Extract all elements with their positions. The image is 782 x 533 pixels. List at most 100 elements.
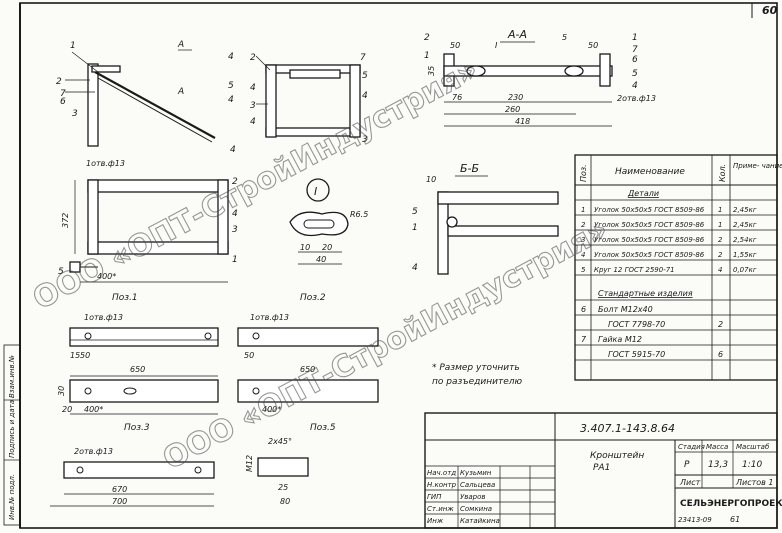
front-label-4b: 4 [230, 145, 236, 155]
aa-dim-76: 76 [452, 93, 462, 102]
side-label-7: 7 [360, 53, 366, 63]
node-dim-10: 10 [300, 243, 310, 252]
bb-label-4: 4 [412, 263, 418, 273]
role-st-inzh: Ст.инж [427, 505, 454, 513]
detail-pos3: 20 400* 30 Поз.3 [57, 379, 219, 433]
spec-row-name: ГОСТ 7798-70 [608, 320, 665, 329]
spec-header-note: Приме- чание [733, 162, 782, 170]
section-bb-title: Б-Б [460, 162, 479, 175]
p4-m12: М12 [245, 455, 254, 472]
page-number: 60 [762, 4, 778, 17]
mass-value: 13,3 [708, 460, 728, 470]
side-label-4c: 4 [362, 91, 368, 101]
p4-dim-80: 80 [280, 497, 290, 506]
front-label-7: 7 [60, 89, 66, 99]
section-aa-title: А-А [507, 28, 527, 41]
front-label-5: 5 [228, 81, 234, 91]
spec-row-qty: 4 [718, 266, 722, 274]
aa-label-7: 7 [632, 45, 638, 55]
p5-dim-650: 650 [300, 365, 315, 374]
bracket-plan: 1отв.ф13 372 400* 2 4 3 1 5 Поз.1 [58, 159, 238, 303]
spec-row-pos: 5 [581, 266, 586, 274]
aa-label-4: 4 [632, 81, 638, 91]
front-label-2: 2 [56, 77, 62, 87]
plan-label-5: 5 [58, 267, 64, 277]
spec-row: 4 Уголок 50х50х5 ГОСТ 8509-86 2 1,55кг [581, 251, 757, 259]
spec-row-qty: 2 [718, 320, 723, 329]
detail-pos4: 2отв.ф13 670 700 2х45° М12 25 80 [50, 437, 309, 507]
sheet-label: Лист [679, 478, 701, 487]
side-label-2: 2 [250, 53, 256, 63]
plan-label-3: 3 [232, 225, 238, 235]
front-label-3: 3 [72, 109, 78, 119]
footer-page: 61 [730, 515, 740, 524]
p4-dim-25: 25 [278, 483, 288, 492]
node-dim-20: 20 [322, 243, 332, 252]
plan-dim-372: 372 [61, 213, 70, 228]
plan-callout: 1отв.ф13 [86, 159, 125, 168]
spec-row-name: Круг 12 ГОСТ 2590-71 [594, 266, 675, 274]
pos2-caption: Поз.2 [300, 293, 326, 303]
p5-callout: 1отв.ф13 [250, 313, 289, 322]
aa-label-5: 5 [632, 69, 638, 79]
strip-label-replace: Взам.инв.№ [8, 355, 16, 398]
side-label-5: 5 [362, 71, 368, 81]
side-label-4d: 3 [362, 135, 368, 145]
p1-dim-50: 50 [80, 351, 90, 360]
footer-code: 23413-09 [678, 516, 712, 524]
name-saltseva: Сальцева [460, 481, 495, 489]
node-i: I R6.5 10 20 40 Поз.2 [289, 178, 368, 303]
note-line-1: * Размер уточнить [432, 363, 520, 373]
aa-dim-50: 50 [450, 41, 460, 50]
spec-row-qty: 2 [718, 236, 723, 244]
stage-header: Стадия [678, 443, 705, 451]
pos3-caption: Поз.3 [124, 423, 150, 433]
strip-label-inv: Инв.№ подл. [8, 474, 16, 520]
left-stamp-strip: Инв.№ подл. Подпись и дата Взам.инв.№ [3, 344, 21, 526]
role-n-kontr: Н.контр [427, 481, 457, 489]
p1-callout: 1отв.ф13 [84, 313, 123, 322]
aa-dim-35: 35 [427, 66, 436, 76]
node-dim-r: R6.5 [350, 210, 368, 219]
spec-row: 6 Болт М12х40 [581, 305, 653, 314]
detail-pos1: 1отв.ф13 15 50 650 [69, 313, 219, 377]
spec-row: ГОСТ 5915-70 6 [608, 350, 723, 359]
title-name: Кронштейн [590, 451, 644, 461]
spec-row: 3 Уголок 50х50х5 ГОСТ 8509-86 2 2,54кг [581, 236, 757, 244]
spec-row-pos: 1 [581, 206, 585, 214]
spec-row-name: Уголок 50х50х5 ГОСТ 8509-86 [594, 206, 705, 214]
role-inzh: Инж [427, 517, 444, 525]
spec-row: 5 Круг 12 ГОСТ 2590-71 4 0,07кг [581, 266, 757, 274]
p4-dim-670: 670 [112, 485, 127, 494]
aa-dim-260: 260 [505, 105, 520, 114]
side-label-4: 4 [250, 83, 256, 93]
bb-label-5: 5 [412, 207, 418, 217]
p3-dim-400: 400* [84, 405, 103, 414]
front-label-1: 1 [70, 41, 76, 51]
aa-label-2: 2 [424, 33, 430, 43]
spec-header-name: Наименование [615, 167, 685, 177]
aa-mark-i: I [495, 41, 498, 50]
side-view: 2 3 4 4 7 5 4 3 [250, 53, 368, 145]
spec-row-qty: 1 [718, 206, 722, 214]
spec-row: 1 Уголок 50х50х5 ГОСТ 8509-86 1 2,45кг [581, 206, 757, 214]
p3-dim-30: 30 [57, 386, 66, 396]
p4-callout: 2отв.ф13 [74, 447, 113, 456]
role-gip: ГИП [427, 493, 442, 501]
spec-row-qty: 1 [718, 221, 722, 229]
spec-row: 2 Уголок 50х50х5 ГОСТ 8509-86 1 2,45кг [581, 221, 757, 229]
aa-callout-holes: 2отв.ф13 [617, 94, 656, 103]
spec-section-details: Детали [627, 189, 659, 198]
front-label-4a: 4 [228, 52, 234, 62]
title-code: РА1 [593, 463, 610, 473]
spec-row-note: 2,45кг [733, 221, 757, 229]
name-kuzmin: Кузьмин [460, 469, 492, 477]
spec-row: ГОСТ 7798-70 2 [608, 320, 723, 329]
aa-label-6: 6 [632, 55, 638, 65]
spec-row-note: 0,07кг [733, 266, 757, 274]
p5-dim-400: 400* [262, 405, 281, 414]
spec-row-name: Уголок 50х50х5 ГОСТ 8509-86 [594, 221, 705, 229]
p1-dim-650: 650 [130, 365, 145, 374]
